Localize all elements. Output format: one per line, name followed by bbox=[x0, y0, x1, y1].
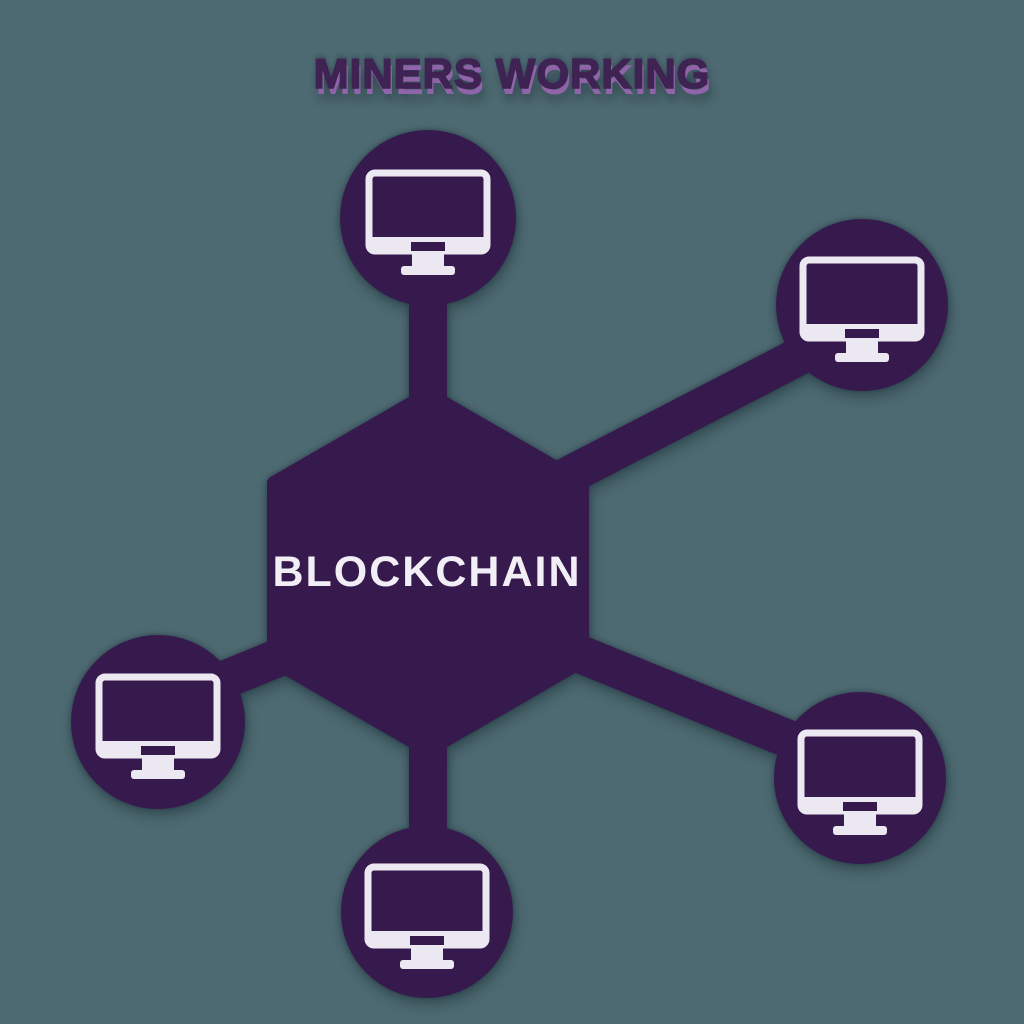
miner-node-top bbox=[340, 130, 516, 306]
blockchain-hexagon-node: BLOCKCHAIN bbox=[267, 387, 589, 757]
miner-node-top-right bbox=[776, 219, 948, 391]
blockchain-label: BLOCKCHAIN bbox=[272, 548, 581, 596]
miner-node-bottom-right bbox=[774, 692, 946, 864]
miner-node-bottom-left bbox=[71, 635, 245, 809]
hexagon-shape bbox=[267, 387, 589, 757]
miner-node-bottom bbox=[341, 826, 513, 998]
diagram-title: MINERS WORKING bbox=[313, 49, 711, 98]
